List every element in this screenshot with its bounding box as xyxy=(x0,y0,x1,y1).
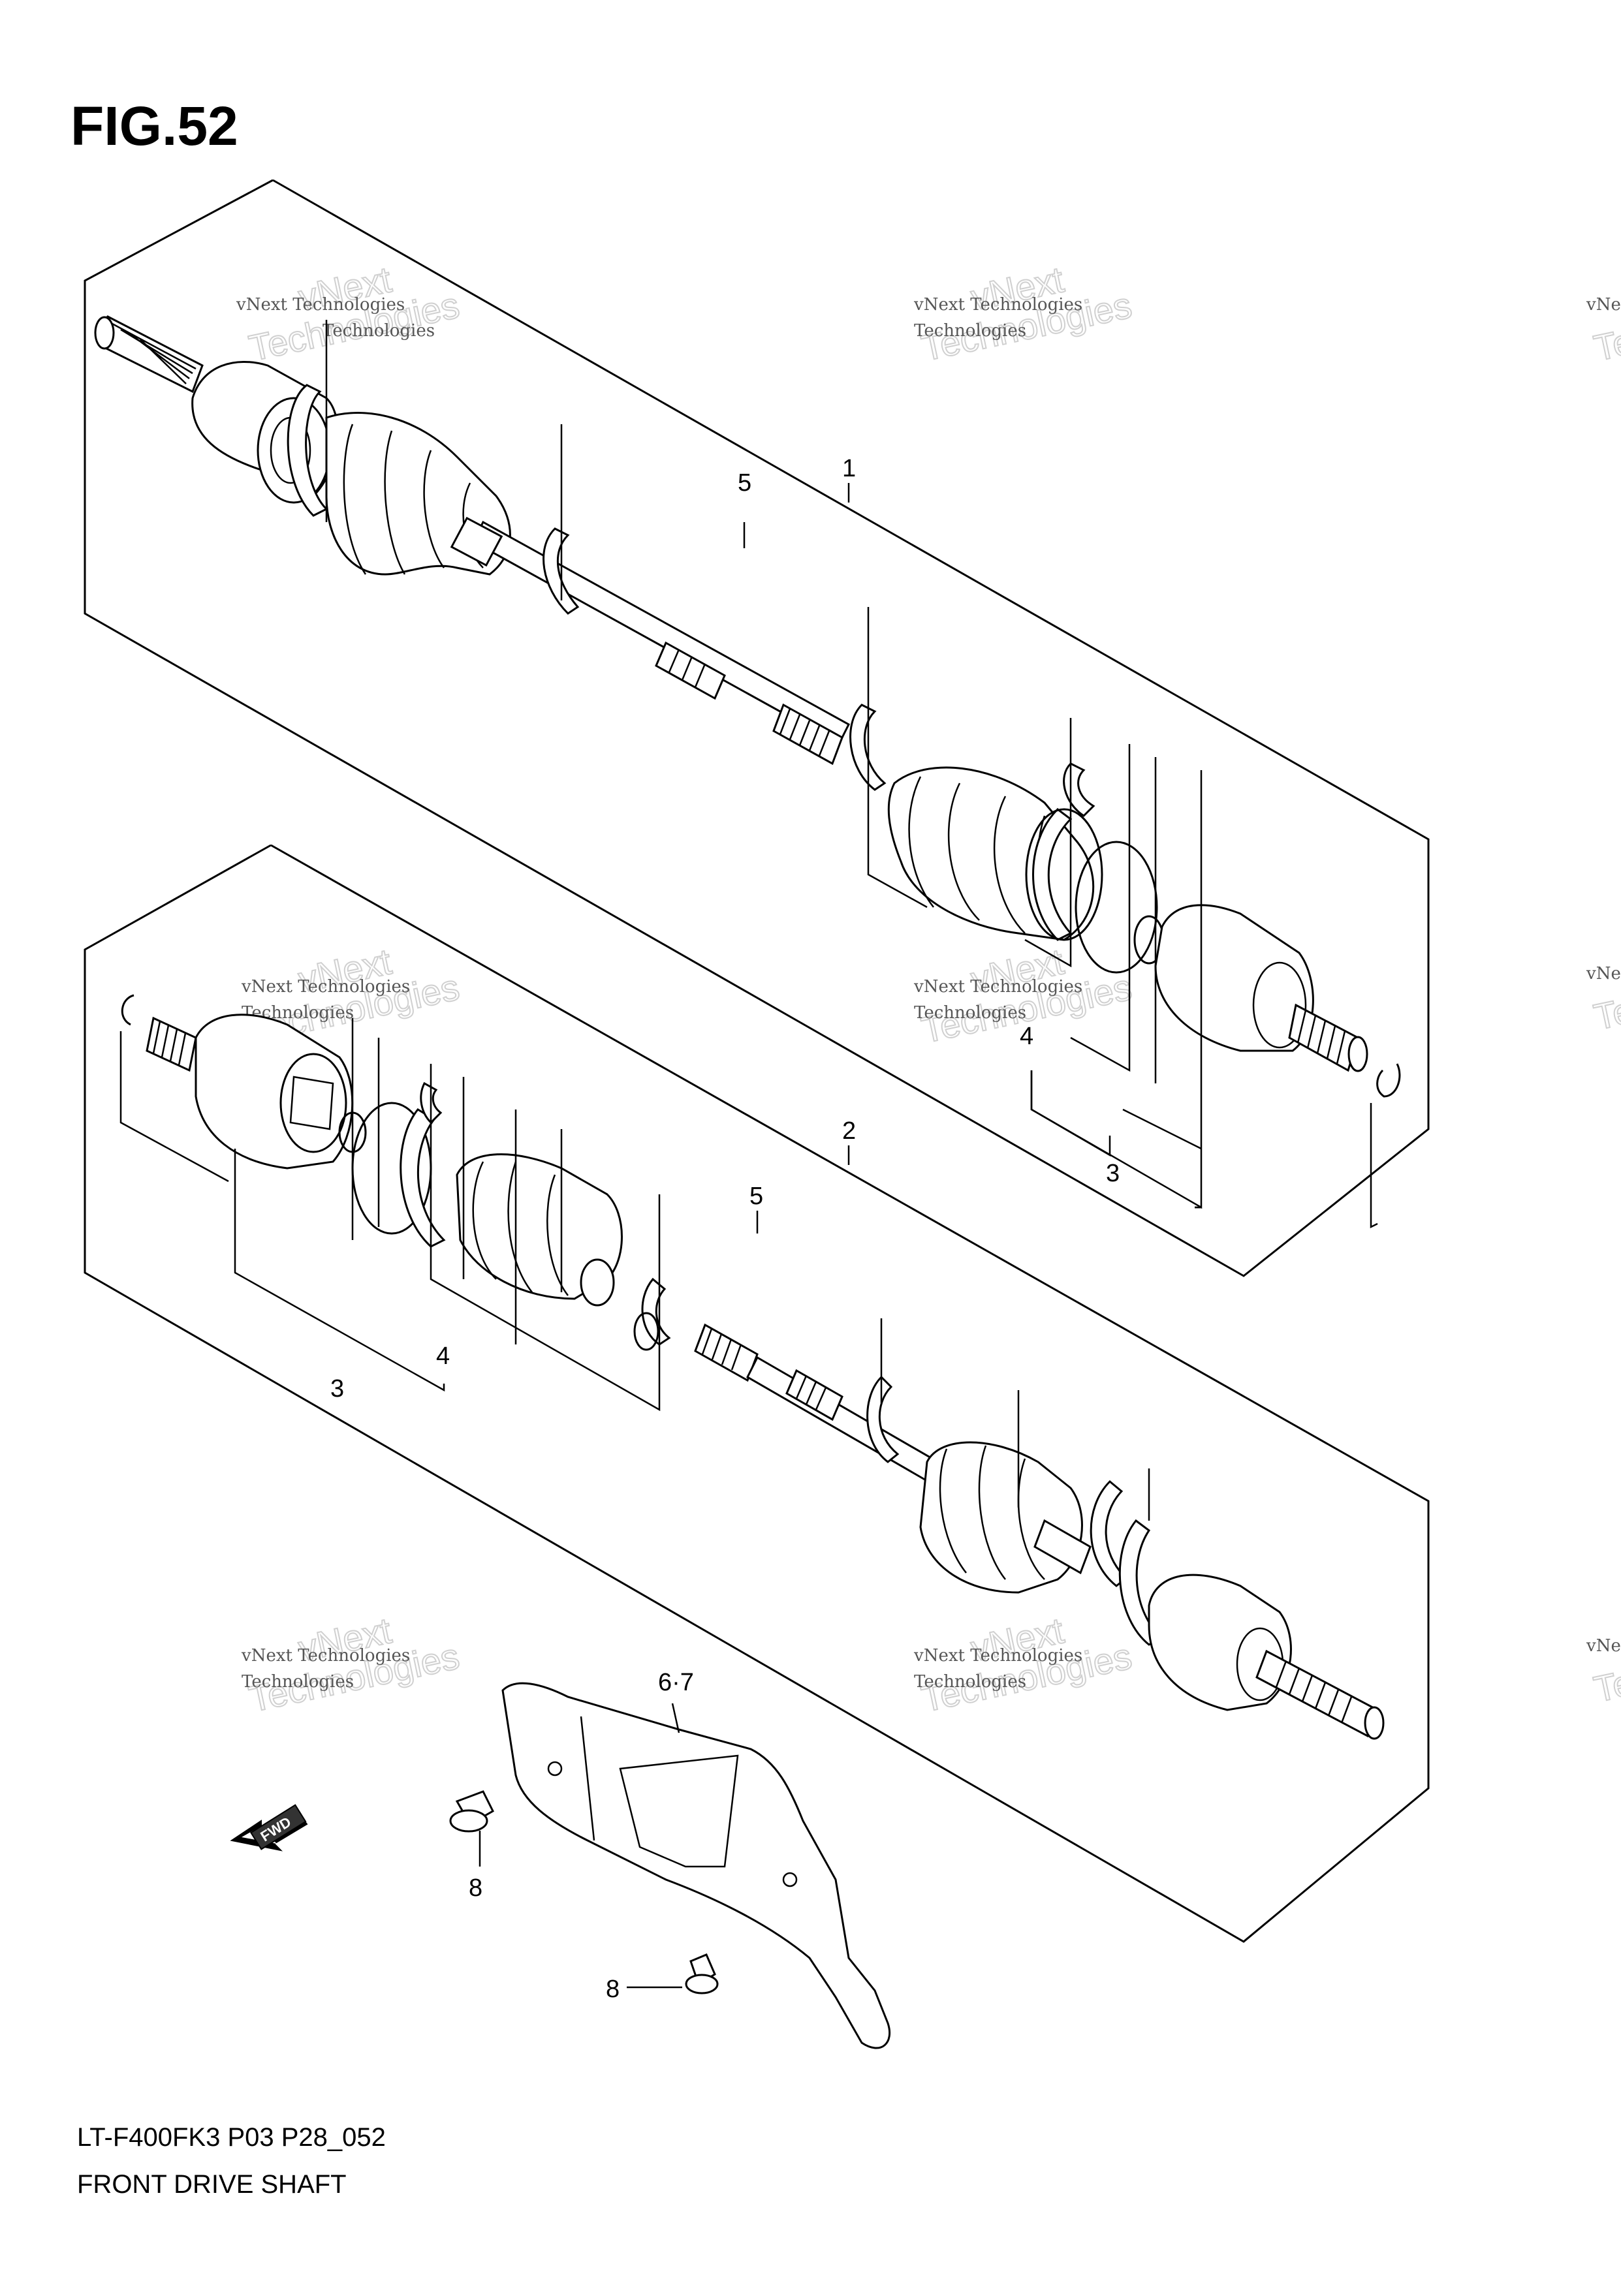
model-code: LT-F400FK3 P03 P28_052 xyxy=(77,2123,386,2152)
lower-assembly-frame xyxy=(84,844,1430,1943)
bolt-left xyxy=(449,1790,494,1867)
callout-joint-lower: 3 xyxy=(330,1375,344,1403)
watermark-text: Technologies xyxy=(914,1672,1026,1692)
drive-shaft-guard xyxy=(501,1682,891,2049)
upper-leader-lines xyxy=(325,320,1378,1229)
watermark-text: vNext Technologies xyxy=(241,977,410,997)
lower-inner-cv-joint xyxy=(121,994,671,1351)
upper-assembly-frame xyxy=(84,179,1430,1277)
watermark-text: vNext Technologies xyxy=(913,977,1082,997)
upper-inner-cv-joint xyxy=(887,762,1401,1098)
bolt-bottom xyxy=(627,1953,719,1994)
callout-joint-upper: 3 xyxy=(1106,1160,1120,1187)
callout-shaft-lower: 2 xyxy=(842,1117,856,1145)
watermark-text: vNext Technologies xyxy=(236,295,405,315)
lower-leader-lines xyxy=(119,1018,1150,1521)
callout-boot-lower: 5 xyxy=(749,1183,763,1210)
callout-boot-upper: 5 xyxy=(738,469,751,497)
watermark-text: vNext Technologies xyxy=(913,1646,1082,1666)
callout-guard: 6·7 xyxy=(658,1669,694,1696)
watermark-text: vNext Technologies xyxy=(1586,1636,1621,1656)
watermark-text: Technologies xyxy=(914,321,1026,341)
callout-boot-kit-lower: 4 xyxy=(436,1342,450,1370)
callout-bolt-bottom: 8 xyxy=(606,1976,620,2003)
watermark-text: vNext Technologies xyxy=(913,295,1082,315)
watermark-text: Technologies xyxy=(323,321,435,341)
callout-boot-kit-upper: 4 xyxy=(1020,1023,1033,1050)
figure-title: FIG.52 xyxy=(71,95,238,157)
forward-direction-badge: FWD xyxy=(230,1804,308,1852)
callout-bolt-left: 8 xyxy=(469,1874,482,1902)
figure-caption: FRONT DRIVE SHAFT xyxy=(77,2170,347,2199)
upper-drive-shaft xyxy=(94,315,887,791)
callout-shaft-upper: 1 xyxy=(842,455,856,482)
watermark-text: vNext Technologies xyxy=(241,1646,410,1666)
watermark-text: Technologies xyxy=(914,1003,1026,1023)
watermark-text: Technologies xyxy=(242,1672,354,1692)
watermark-text: vNext Technologies xyxy=(1586,295,1621,315)
lower-drive-shaft xyxy=(694,1323,1385,1740)
watermark-text: vNext Technologies xyxy=(1586,964,1621,984)
